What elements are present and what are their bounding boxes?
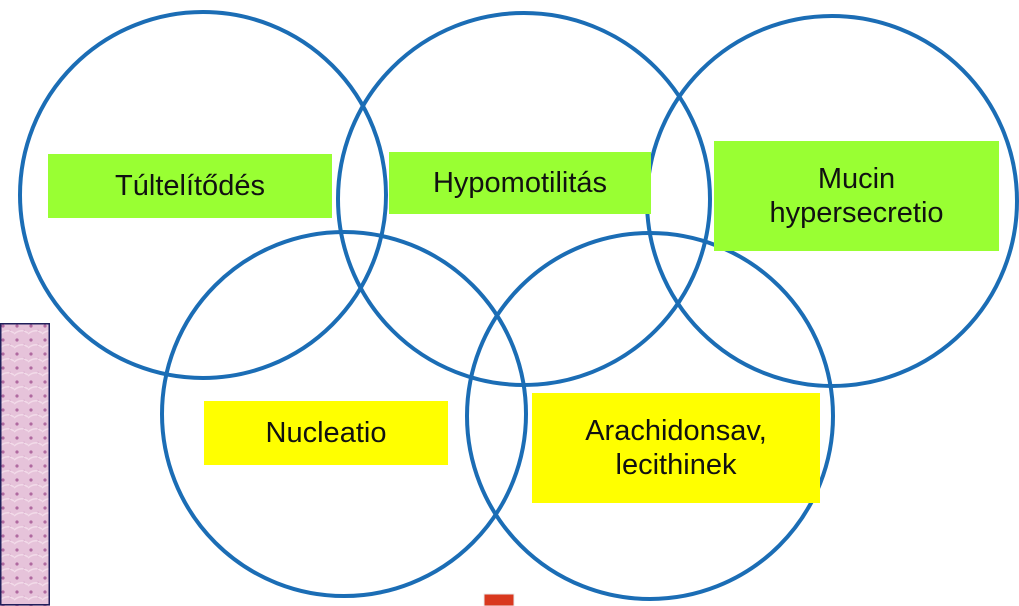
circle-tultelitodes bbox=[18, 10, 388, 380]
histology-image bbox=[0, 323, 50, 606]
label-tultelitodes: Túltelítődés bbox=[48, 154, 332, 218]
label-hypomotilitas: Hypomotilitás bbox=[389, 152, 651, 214]
circle-nucleatio bbox=[160, 230, 528, 598]
label-nucleatio: Nucleatio bbox=[204, 401, 448, 465]
red-marker bbox=[483, 593, 515, 606]
label-hypomotilitas-text: Hypomotilitás bbox=[432, 167, 608, 199]
label-arachidonsav: Arachidonsav, lecithinek bbox=[532, 393, 820, 503]
label-mucin-text: Mucin hypersecretio bbox=[769, 163, 944, 229]
label-arachidonsav-text: Arachidonsav, lecithinek bbox=[585, 415, 767, 481]
label-tultelitodes-text: Túltelítődés bbox=[115, 170, 265, 202]
histology-image-fill bbox=[0, 323, 50, 606]
circle-arachidonsav bbox=[465, 231, 835, 601]
histology-image-border bbox=[0, 323, 50, 606]
label-mucin: Mucin hypersecretio bbox=[714, 141, 999, 251]
venn-circles bbox=[18, 10, 1019, 601]
label-nucleatio-text: Nucleatio bbox=[265, 417, 387, 449]
